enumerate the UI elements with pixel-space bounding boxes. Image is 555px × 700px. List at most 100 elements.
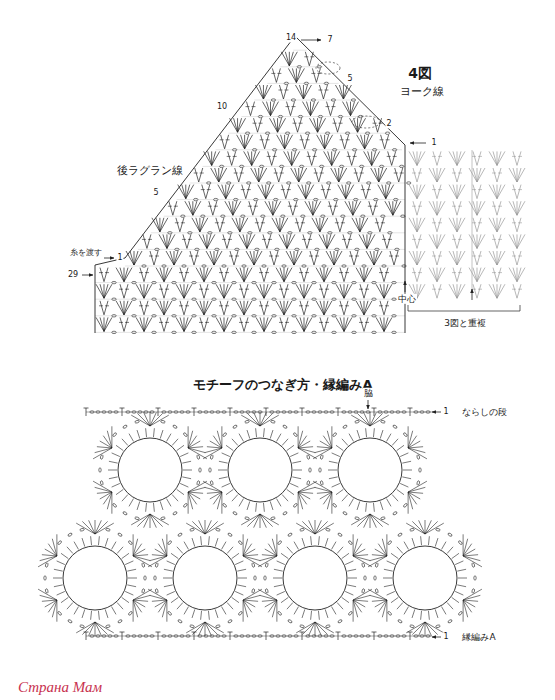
chain-stitch [420,635,424,637]
shell-stitch [340,284,344,298]
v-stitch [418,173,422,174]
v-stitch [207,189,211,190]
shell-stitch [417,218,425,232]
v-stitch [294,206,298,207]
shell-stitch [408,492,409,514]
chain-stitch [372,298,376,300]
ring-stitch [447,603,453,610]
tall-stitch [336,632,341,633]
tall-stitch [410,408,411,416]
chain-stitch [322,265,326,267]
ring-stitch [277,591,285,595]
v-stitch [307,156,311,157]
ring-stitch [67,603,73,610]
v-stitch [202,185,206,199]
shell-stitch [207,234,215,248]
shell-stitch [489,251,497,265]
ring-stitch [200,611,202,620]
ring-stitch [112,542,117,550]
v-stitch [244,284,248,298]
shell-stitch [419,520,425,534]
tall-stitch [158,632,159,640]
shell-stitch [374,251,382,265]
v-stitch [384,268,388,282]
ring-stitch [263,428,265,437]
chain-stitch [447,533,452,537]
shell-stitch [313,448,332,459]
shell-stitch [425,520,426,534]
v-stitch [497,234,501,248]
chain-stitch [338,115,342,117]
chain-stitch [384,411,388,413]
shell-stitch [497,185,505,199]
v-stitch [308,239,312,240]
v-stitch [305,305,309,306]
chain-stitch [108,411,112,413]
ring-stitch [180,453,188,457]
chain-stitch [114,411,118,413]
chain-stitch [282,265,286,267]
chain-stitch [128,611,133,616]
shell-stitch [160,268,164,282]
shell-stitch [269,201,273,215]
shell-stitch [497,284,501,298]
v-stitch [399,168,403,182]
chain-stitch [402,265,406,267]
ring-stitch [373,503,375,512]
ring-stitch [387,561,395,565]
v-stitch [497,268,501,282]
v-stitch [339,305,343,306]
shell-stitch [134,251,138,265]
shell-stitch [318,118,322,132]
chain-stitch [227,182,231,184]
ring-stitch [129,434,134,442]
v-stitch [284,284,288,298]
ring-stitch [458,578,467,579]
v-stitch [234,251,238,265]
shell-stitch [328,151,332,165]
row-guide [216,149,402,150]
shell-stitch [417,151,425,165]
chain-stitch [352,149,356,151]
chain-stitch [352,315,356,317]
ring-stitch [108,470,117,471]
shell-stitch [437,268,445,282]
chain-stitch [102,411,106,413]
chain-stitch [324,82,328,84]
shell-stitch [284,301,288,315]
chain-stitch [348,611,353,616]
shell-stitch [295,85,303,99]
tall-stitch [264,632,269,633]
chain-stitch [312,411,316,413]
shell-stitch [463,556,480,561]
chain-stitch [312,315,316,317]
shell-stitch [247,413,260,426]
chain-stitch [297,66,301,68]
row-guide [177,199,405,200]
v-stitch [314,173,318,174]
v-stitch [388,239,392,240]
shell-stitch [353,589,372,600]
v-stitch [271,73,275,74]
chain-stitch [161,517,166,520]
chain-stitch [372,281,376,283]
chain-stitch [339,165,343,167]
shell-stitch [200,268,204,282]
row-guide [229,133,387,134]
shell-stitch [357,413,370,426]
shell-stitch [176,284,184,298]
shell-stitch [463,544,472,556]
shell-stitch [320,301,324,315]
chain-stitch [330,411,334,413]
v-stitch [380,218,384,232]
shell-stitch [349,201,353,215]
shell-stitch [513,268,517,282]
shell-stitch [321,135,325,149]
v-stitch [285,289,289,290]
chain-stitch [414,411,418,413]
v-stitch [438,156,442,157]
v-stitch [246,185,250,199]
v-stitch [261,135,265,149]
ring-stitch [112,453,120,457]
chain-stitch [381,517,386,520]
